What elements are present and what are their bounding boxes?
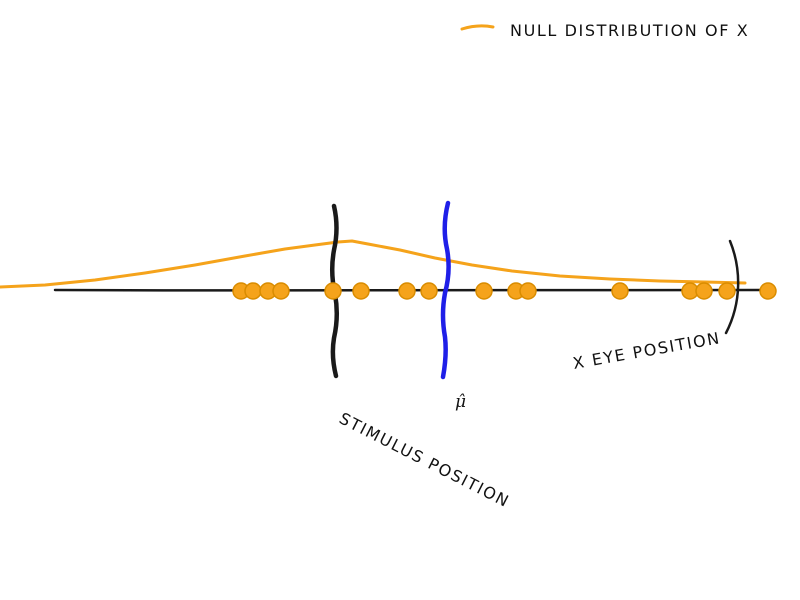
data-point <box>352 282 370 300</box>
null-distribution-curve <box>0 239 747 289</box>
range-end-bracket <box>724 239 740 335</box>
data-point <box>420 282 438 300</box>
stimulus-position-label: STIMULUS POSITION <box>336 409 513 512</box>
data-point <box>398 282 416 300</box>
data-points <box>232 282 777 300</box>
data-point <box>759 282 777 300</box>
data-point <box>324 282 342 300</box>
axis-line <box>53 288 777 292</box>
legend-label: NULL DISTRIBUTION OF X <box>510 21 749 40</box>
eye-position-label: X EYE POSITION <box>571 328 722 373</box>
legend: NULL DISTRIBUTION OF X <box>460 21 749 40</box>
data-point <box>611 282 629 300</box>
mu-line <box>440 200 451 380</box>
mu-hat-label: μ̂ <box>455 392 466 412</box>
data-point <box>695 282 713 300</box>
legend-line-icon <box>460 24 495 31</box>
data-point <box>475 282 493 300</box>
data-point <box>519 282 537 300</box>
data-point <box>718 282 736 300</box>
data-point <box>244 282 262 300</box>
data-point <box>272 282 290 300</box>
